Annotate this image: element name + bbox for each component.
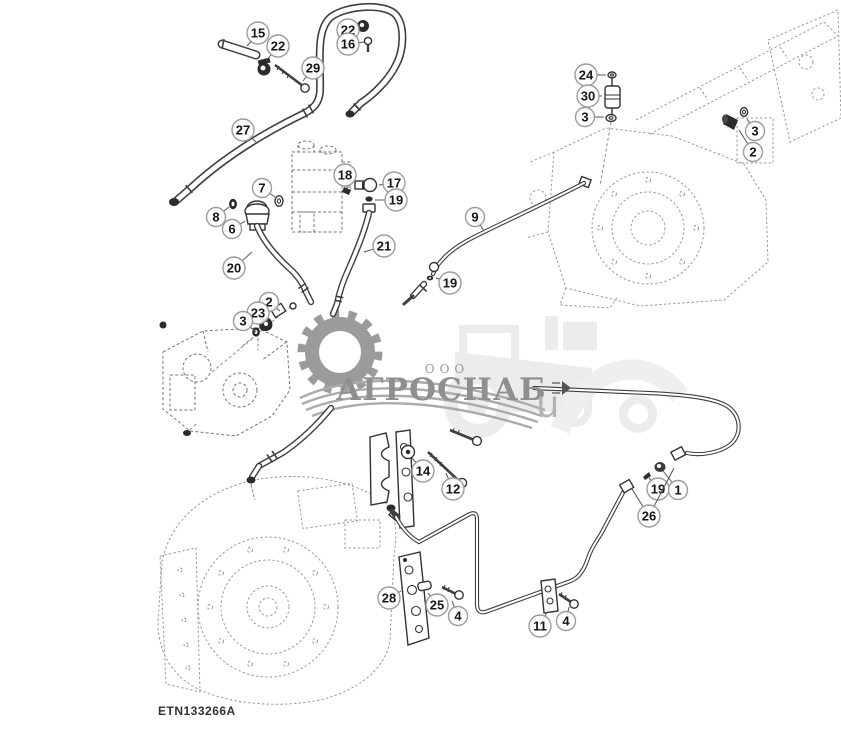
clamp-22-left xyxy=(257,57,271,76)
bolt-29 xyxy=(274,63,310,93)
callout-number-14: 14 xyxy=(416,464,431,479)
callout-number-1: 1 xyxy=(674,483,681,498)
hose-21 xyxy=(329,209,373,318)
callout-circle-22 xyxy=(266,34,290,58)
valve-block-top-center xyxy=(291,140,351,233)
callout-circle-3 xyxy=(744,120,766,142)
callout-number-12: 12 xyxy=(446,482,460,497)
callouts-layer: 1522292216277862018171921223324303329191… xyxy=(205,18,766,638)
callout-circle-12 xyxy=(441,477,465,501)
callout-number-24: 24 xyxy=(579,68,594,83)
callout-circle-8 xyxy=(205,206,227,228)
pump-assembly-left xyxy=(159,321,291,437)
callout-number-21: 21 xyxy=(377,239,391,254)
callout-circle-4 xyxy=(555,610,577,632)
bolt-4-right xyxy=(558,591,579,609)
callout-circle-30 xyxy=(576,84,600,108)
parts-24-30-3-stack xyxy=(599,71,621,187)
callout-circle-2 xyxy=(742,141,764,163)
callout-circle-4 xyxy=(447,605,469,627)
washer-14 xyxy=(400,444,416,460)
drawing-number: ETN133266A xyxy=(158,704,236,718)
callout-number-9: 9 xyxy=(471,210,478,225)
callout-circle-28 xyxy=(377,586,401,610)
callout-number-20: 20 xyxy=(227,261,241,276)
callout-number-27: 27 xyxy=(236,123,250,138)
callout-circle-7 xyxy=(251,177,273,199)
callout-number-29: 29 xyxy=(306,61,320,76)
pin-25 xyxy=(417,580,432,592)
callout-circle-15 xyxy=(246,21,270,45)
callout-number-2: 2 xyxy=(749,145,756,160)
callout-circle-3 xyxy=(574,106,596,128)
plug-2-3-right xyxy=(722,106,749,130)
callout-circle-14 xyxy=(411,459,435,483)
callout-circle-29 xyxy=(301,56,325,80)
callout-circle-25 xyxy=(425,593,449,617)
callout-number-4: 4 xyxy=(454,609,462,624)
watermark-org-form: ООО xyxy=(424,362,470,376)
connector-19-1 xyxy=(643,462,666,480)
callout-number-30: 30 xyxy=(581,89,595,104)
hose-20 xyxy=(253,222,315,306)
clamp-22-top-and-bolt-16 xyxy=(357,20,373,52)
watermark-gear-logo xyxy=(297,309,546,430)
callout-number-11: 11 xyxy=(533,619,547,634)
watermark-company-name: АГРОСНАБ xyxy=(336,372,547,408)
callout-circle-19 xyxy=(438,271,462,295)
callout-number-7: 7 xyxy=(258,181,265,196)
callout-circle-16 xyxy=(336,32,360,56)
callout-number-6: 6 xyxy=(228,222,235,237)
callout-number-3: 3 xyxy=(239,314,246,329)
callout-circle-6 xyxy=(221,218,243,240)
callout-circle-3 xyxy=(232,310,254,332)
pipe-9 xyxy=(402,175,592,306)
callout-number-16: 16 xyxy=(341,37,355,52)
callout-number-17: 17 xyxy=(387,176,401,191)
clamp-28 xyxy=(398,551,430,646)
callout-circle-9 xyxy=(464,206,486,228)
hose-27 xyxy=(169,2,407,206)
pipe-right-curved xyxy=(531,381,741,462)
callout-number-3: 3 xyxy=(581,110,588,125)
fitting-17-18-19 xyxy=(342,177,378,213)
callout-circle-21 xyxy=(372,234,396,258)
callout-number-26: 26 xyxy=(642,509,656,524)
pipe-26 xyxy=(386,478,635,615)
housing-top-right xyxy=(525,9,841,309)
callout-number-19: 19 xyxy=(443,276,457,291)
callout-circle-19 xyxy=(384,188,408,212)
callout-circle-20 xyxy=(222,256,246,280)
callout-number-4: 4 xyxy=(562,614,570,629)
hose-to-bottom-housing xyxy=(246,404,335,498)
callout-number-18: 18 xyxy=(338,168,352,183)
callout-circle-1 xyxy=(667,479,689,501)
callout-number-15: 15 xyxy=(251,26,265,41)
callout-number-2: 2 xyxy=(265,295,272,310)
bolt-upper xyxy=(449,427,483,447)
callout-number-19: 19 xyxy=(389,193,403,208)
callout-circle-18 xyxy=(333,163,357,187)
housing-bottom-left xyxy=(157,476,397,705)
bolt-4-left xyxy=(441,584,464,600)
tube-15 xyxy=(217,38,261,60)
callout-number-23: 23 xyxy=(251,306,265,321)
callout-number-3: 3 xyxy=(751,124,758,139)
watermark-corner-letter: u xyxy=(536,383,560,426)
callout-number-22: 22 xyxy=(271,39,285,54)
callout-number-25: 25 xyxy=(430,598,444,613)
callout-circle-26 xyxy=(637,504,661,528)
clamp-11 xyxy=(540,578,559,614)
callout-circle-11 xyxy=(528,614,552,638)
callout-number-28: 28 xyxy=(382,591,396,606)
callout-circle-27 xyxy=(231,118,255,142)
callout-number-8: 8 xyxy=(212,210,219,225)
